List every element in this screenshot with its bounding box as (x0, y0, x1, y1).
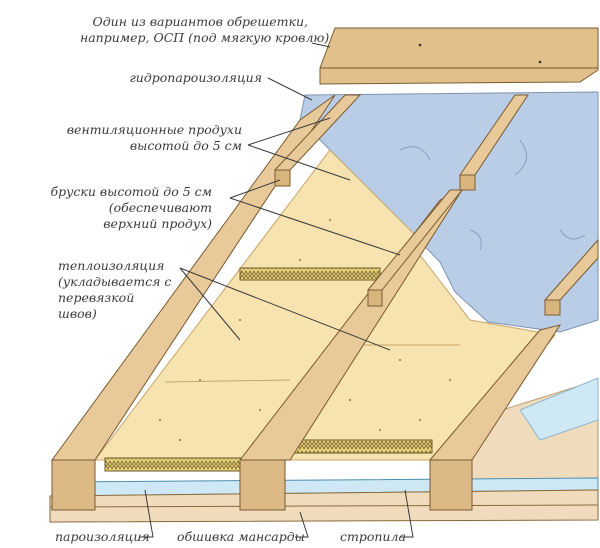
label-line: например, ОСП (под мягкую кровлю) (80, 30, 330, 45)
label-lining: обшивка мансарды (177, 529, 305, 544)
osb-sheathing (319, 27, 599, 85)
label-rafters: стропила (340, 529, 406, 544)
label-insulation: теплоизоляция (укладывается с перевязкой… (58, 258, 171, 322)
label-line: теплоизоляция (58, 258, 165, 273)
insulation-edge (239, 267, 381, 281)
label-line: Один из вариантов обрешетки, (92, 14, 309, 29)
insulation-edge (104, 457, 246, 472)
label-membrane: гидропароизоляция (129, 70, 262, 85)
battens (273, 94, 599, 316)
label-line: (обеспечивают (108, 200, 212, 215)
label-line: верхний продух) (103, 216, 212, 231)
label-vapor-barrier: пароизоляция (55, 529, 150, 544)
label-line: бруски высотой до 5 см (50, 184, 212, 199)
label-battens: бруски высотой до 5 см (обеспечивают вер… (40, 184, 212, 232)
insulation-edge (291, 439, 433, 454)
hydro-vapor-membrane (299, 91, 599, 333)
label-line: высотой до 5 см (129, 138, 242, 153)
label-line: швов) (58, 306, 97, 321)
label-line: вентиляционные продухи (66, 122, 242, 137)
label-vents: вентиляционные продухи высотой до 5 см (40, 122, 242, 154)
leader-lines (140, 42, 414, 538)
label-sheathing: Один из вариантов обрешетки, например, О… (80, 14, 330, 46)
label-line: (укладывается с (58, 274, 172, 289)
label-line: перевязкой (58, 290, 135, 305)
